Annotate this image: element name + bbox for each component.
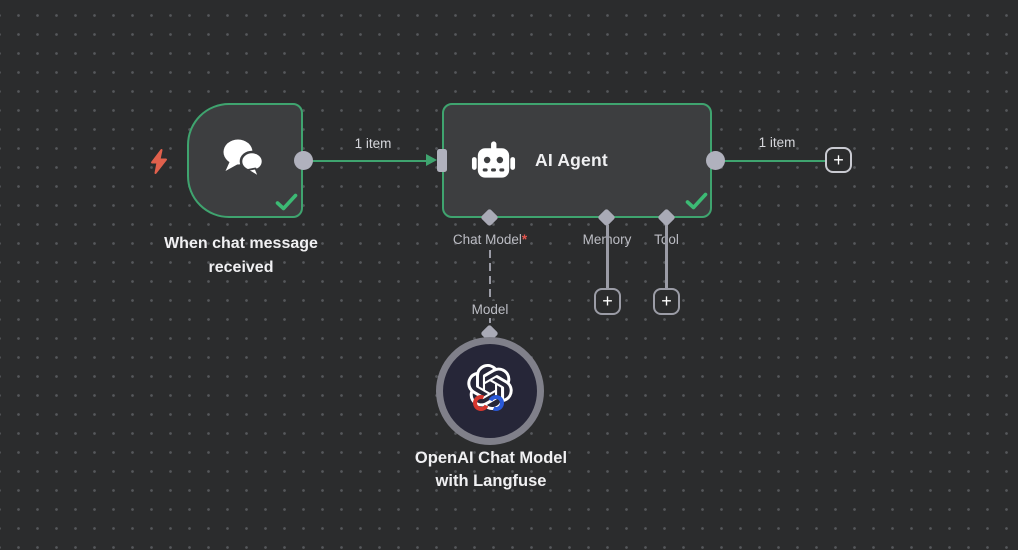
connection-items-label: 1 item <box>758 135 796 150</box>
add-memory-button[interactable]: + <box>594 288 621 315</box>
plus-icon: + <box>602 291 613 311</box>
connection-agent-output[interactable] <box>724 159 825 162</box>
success-checkmark-icon <box>275 193 298 211</box>
add-tool-button[interactable]: + <box>653 288 680 315</box>
node-openai-chat-model[interactable] <box>436 337 544 445</box>
agent-input-port[interactable] <box>437 149 447 172</box>
add-next-node-button[interactable]: + <box>825 147 852 173</box>
connection-trigger-to-agent[interactable] <box>312 159 427 162</box>
langfuse-badge-icon <box>473 395 504 411</box>
trigger-node-title: When chat message received <box>141 232 341 280</box>
plus-icon: + <box>661 291 672 311</box>
connection-arrowhead <box>426 154 437 166</box>
connection-model-to-agent[interactable] <box>489 250 491 327</box>
trigger-title-line2: received <box>208 259 274 276</box>
trigger-title-line1: When chat message <box>164 235 318 252</box>
chat-bubbles-icon <box>223 139 265 178</box>
chat-model-port-label: Chat Model* <box>440 232 540 247</box>
model-edge-label: Model <box>460 301 520 318</box>
model-title-line2: with Langfuse <box>435 472 547 490</box>
required-asterisk: * <box>521 232 528 247</box>
node-ai-agent[interactable]: AI Agent <box>442 103 712 218</box>
memory-connector-line <box>606 225 609 289</box>
trigger-output-connector[interactable] <box>294 151 313 170</box>
success-checkmark-icon <box>685 192 708 210</box>
model-title-line1: OpenAI Chat Model <box>414 449 568 467</box>
agent-output-connector[interactable] <box>706 151 725 170</box>
tool-connector-line <box>665 225 668 289</box>
lightning-bolt-icon <box>151 149 167 174</box>
connection-items-label: 1 item <box>354 136 392 151</box>
plus-icon: + <box>833 149 844 170</box>
agent-node-title: AI Agent <box>535 150 608 170</box>
model-node-title: OpenAI Chat Model with Langfuse <box>391 447 591 493</box>
robot-icon <box>471 140 516 178</box>
chat-model-port-label-text: Chat Model <box>452 232 522 247</box>
